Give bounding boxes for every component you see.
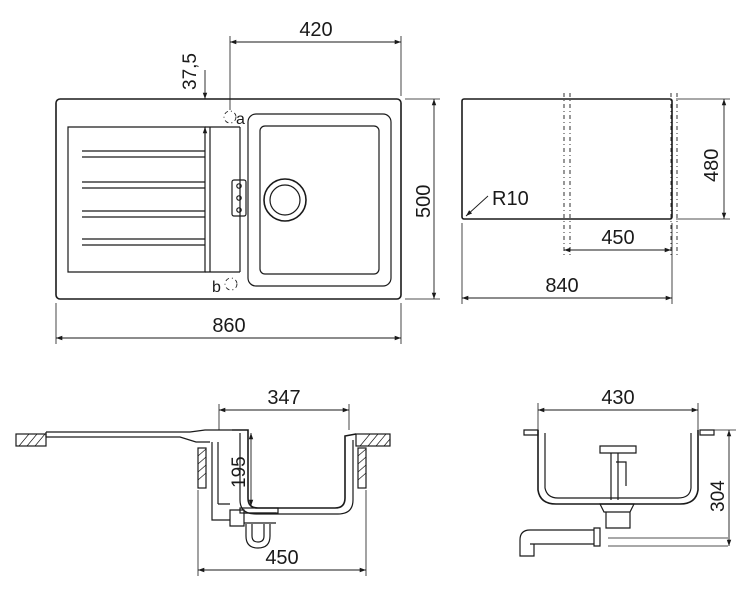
cutout-view: R10 480 450 840 (461, 93, 730, 304)
dim-450-cutout: 450 (564, 227, 671, 253)
svg-text:37,5: 37,5 (180, 53, 201, 90)
svg-text:430: 430 (601, 387, 634, 409)
drainboard-ribs (82, 150, 205, 246)
marker-b: b (212, 279, 221, 296)
dim-480: 480 (676, 98, 730, 220)
dim-195: 195 (229, 433, 254, 506)
svg-text:450: 450 (265, 547, 298, 569)
drainboard-section (45, 429, 232, 443)
overflow-slot (231, 179, 247, 217)
rims (523, 429, 715, 436)
dim-37-5: 37,5 (180, 53, 230, 152)
svg-text:860: 860 (212, 315, 245, 337)
svg-text:304: 304 (708, 480, 729, 512)
drain-inner (269, 184, 301, 216)
trap-connector (229, 509, 245, 527)
overflow-hose (211, 442, 230, 521)
bowl-inner (259, 125, 380, 275)
svg-text:840: 840 (545, 275, 578, 297)
svg-text:450: 450 (601, 227, 634, 249)
outlet-pipe (519, 529, 594, 557)
tap-hole-b (224, 277, 238, 291)
overflow-cap (599, 445, 637, 454)
marker-a: a (236, 111, 245, 128)
dim-304: 304 (708, 429, 736, 546)
dim-500: 500 (405, 98, 440, 300)
drain-front (599, 503, 635, 513)
dim-r10: R10 (465, 188, 529, 217)
dim-430: 430 (537, 387, 699, 430)
front-view: 430 304 (519, 387, 736, 557)
side-view: 347 195 450 (15, 387, 391, 576)
cutout-outline (461, 98, 673, 220)
svg-text:347: 347 (267, 387, 300, 409)
dim-450-side: 450 (197, 490, 367, 576)
countertop-left (15, 433, 47, 447)
svg-text:500: 500 (413, 185, 435, 218)
drain-outer (263, 178, 307, 222)
bowl-section (232, 429, 357, 509)
dim-420: 420 (229, 19, 402, 110)
svg-text:480: 480 (701, 149, 723, 182)
svg-text:195: 195 (229, 456, 250, 488)
tap-hole-a (223, 110, 237, 124)
dim-840: 840 (461, 223, 673, 304)
cabinet-walls (197, 447, 367, 489)
sink-outline (55, 98, 402, 300)
top-view: a b 420 37,5 500 860 (55, 19, 440, 344)
countertop-right (355, 433, 391, 447)
bowl-outer (247, 113, 392, 287)
divider (205, 126, 241, 273)
svg-text:420: 420 (299, 19, 332, 41)
svg-text:R10: R10 (492, 188, 529, 210)
dim-860: 860 (55, 303, 402, 344)
trap-bend (245, 524, 271, 549)
drainboard-outline (67, 126, 206, 273)
dim-347: 347 (218, 387, 350, 430)
